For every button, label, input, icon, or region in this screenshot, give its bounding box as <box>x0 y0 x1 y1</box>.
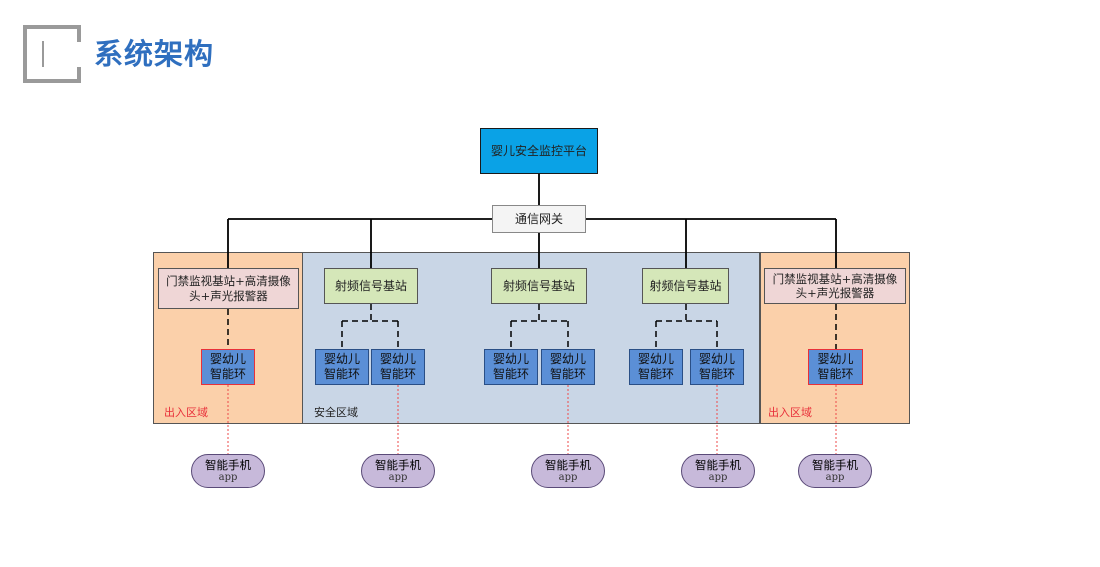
phone-app-node: 智能手机 app <box>361 454 435 488</box>
band-label-line1: 婴幼儿 <box>492 352 529 366</box>
band-label-line2: 智能环 <box>379 367 416 381</box>
phone-app-label: app <box>218 472 238 483</box>
door-station-left: 门禁监视基站+高清摄像头+声光报警器 <box>158 268 299 309</box>
band-s1-b: 婴幼儿 智能环 <box>371 349 425 385</box>
band-label-line1: 婴幼儿 <box>817 352 854 366</box>
safe-zone-label: 安全区域 <box>314 406 358 419</box>
phone-label: 智能手机 <box>375 458 421 472</box>
band-s2-a: 婴幼儿 智能环 <box>484 349 538 385</box>
rf-station-3: 射频信号基站 <box>642 268 729 304</box>
phone-app-node: 智能手机 app <box>191 454 265 488</box>
monitoring-platform-node: 婴儿安全监控平台 <box>480 128 598 174</box>
band-label-line2: 智能环 <box>698 367 735 381</box>
phone-app-label: app <box>825 472 845 483</box>
band-label-line1: 婴幼儿 <box>209 352 246 366</box>
entry-zone-label-left: 出入区域 <box>164 406 208 419</box>
band-label-line2: 智能环 <box>549 367 586 381</box>
band-label-line1: 婴幼儿 <box>637 352 674 366</box>
band-left: 婴幼儿 智能环 <box>201 349 255 385</box>
phone-app-label: app <box>708 472 728 483</box>
band-label-line2: 智能环 <box>209 367 246 381</box>
phone-app-node: 智能手机 app <box>681 454 755 488</box>
band-label-line2: 智能环 <box>817 367 854 381</box>
phone-label: 智能手机 <box>205 458 251 472</box>
phone-app-label: app <box>558 472 578 483</box>
door-station-right: 门禁监视基站+高清摄像头+声光报警器 <box>764 268 906 304</box>
band-s2-b: 婴幼儿 智能环 <box>541 349 595 385</box>
phone-label: 智能手机 <box>812 458 858 472</box>
band-label-line2: 智能环 <box>637 367 674 381</box>
band-label-line2: 智能环 <box>492 367 529 381</box>
phone-app-node: 智能手机 app <box>798 454 872 488</box>
gateway-node: 通信网关 <box>492 205 586 233</box>
band-label-line1: 婴幼儿 <box>549 352 586 366</box>
phone-app-node: 智能手机 app <box>531 454 605 488</box>
entry-zone-label-right: 出入区域 <box>768 406 812 419</box>
band-label-line1: 婴幼儿 <box>698 352 735 366</box>
rf-station-2: 射频信号基站 <box>491 268 587 304</box>
band-label-line1: 婴幼儿 <box>379 352 416 366</box>
page-title: 系统架构 <box>94 37 215 71</box>
rf-station-1: 射频信号基站 <box>324 268 418 304</box>
band-label-line1: 婴幼儿 <box>323 352 360 366</box>
band-s1-a: 婴幼儿 智能环 <box>315 349 369 385</box>
band-s3-b: 婴幼儿 智能环 <box>690 349 744 385</box>
band-label-line2: 智能环 <box>323 367 360 381</box>
bracket-logo-icon <box>23 25 81 83</box>
band-s3-a: 婴幼儿 智能环 <box>629 349 683 385</box>
phone-label: 智能手机 <box>545 458 591 472</box>
band-right: 婴幼儿 智能环 <box>808 349 863 385</box>
phone-app-label: app <box>388 472 408 483</box>
phone-label: 智能手机 <box>695 458 741 472</box>
